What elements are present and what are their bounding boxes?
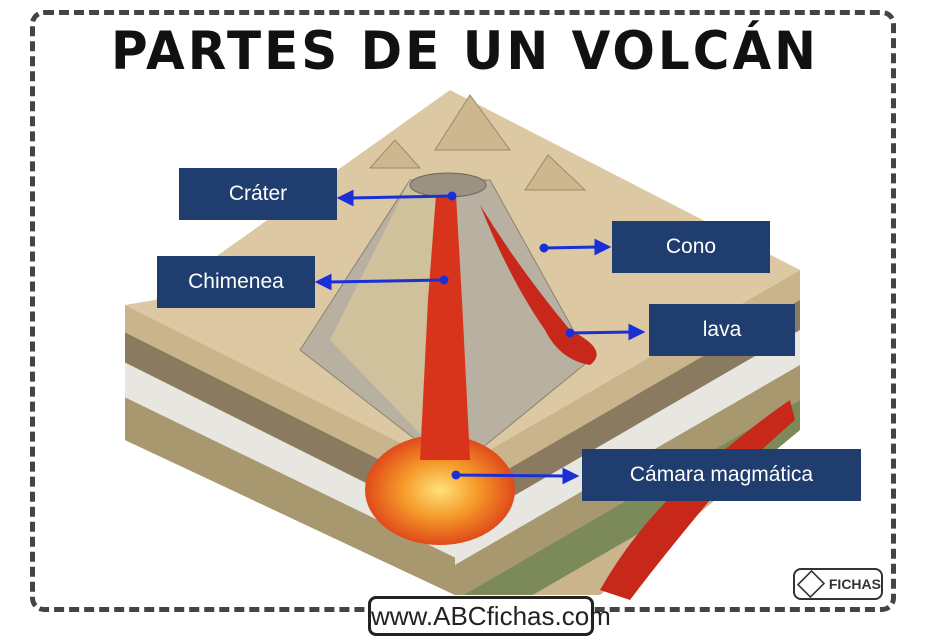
label-chimenea: Chimenea xyxy=(157,256,315,308)
footer-url: www.ABCfichas.com xyxy=(368,596,611,636)
page-title: PARTES DE UN VOLCÁN xyxy=(110,20,820,82)
hill xyxy=(368,139,422,169)
label-lava: lava xyxy=(649,304,795,356)
magma-chamber xyxy=(365,435,515,545)
abc-cube-icon xyxy=(796,569,826,599)
abcfichas-logo: FICHAS xyxy=(793,568,883,600)
hill xyxy=(434,94,511,151)
hill xyxy=(524,154,587,191)
label-camara-magmatica: Cámara magmática xyxy=(582,449,861,501)
label-cono: Cono xyxy=(612,221,770,273)
crater-opening xyxy=(409,172,487,198)
volcano-diagram xyxy=(125,90,800,600)
label-crater: Cráter xyxy=(179,168,337,220)
arrows xyxy=(314,189,646,485)
chimney-conduit xyxy=(420,195,470,460)
lava-flow xyxy=(480,205,597,365)
